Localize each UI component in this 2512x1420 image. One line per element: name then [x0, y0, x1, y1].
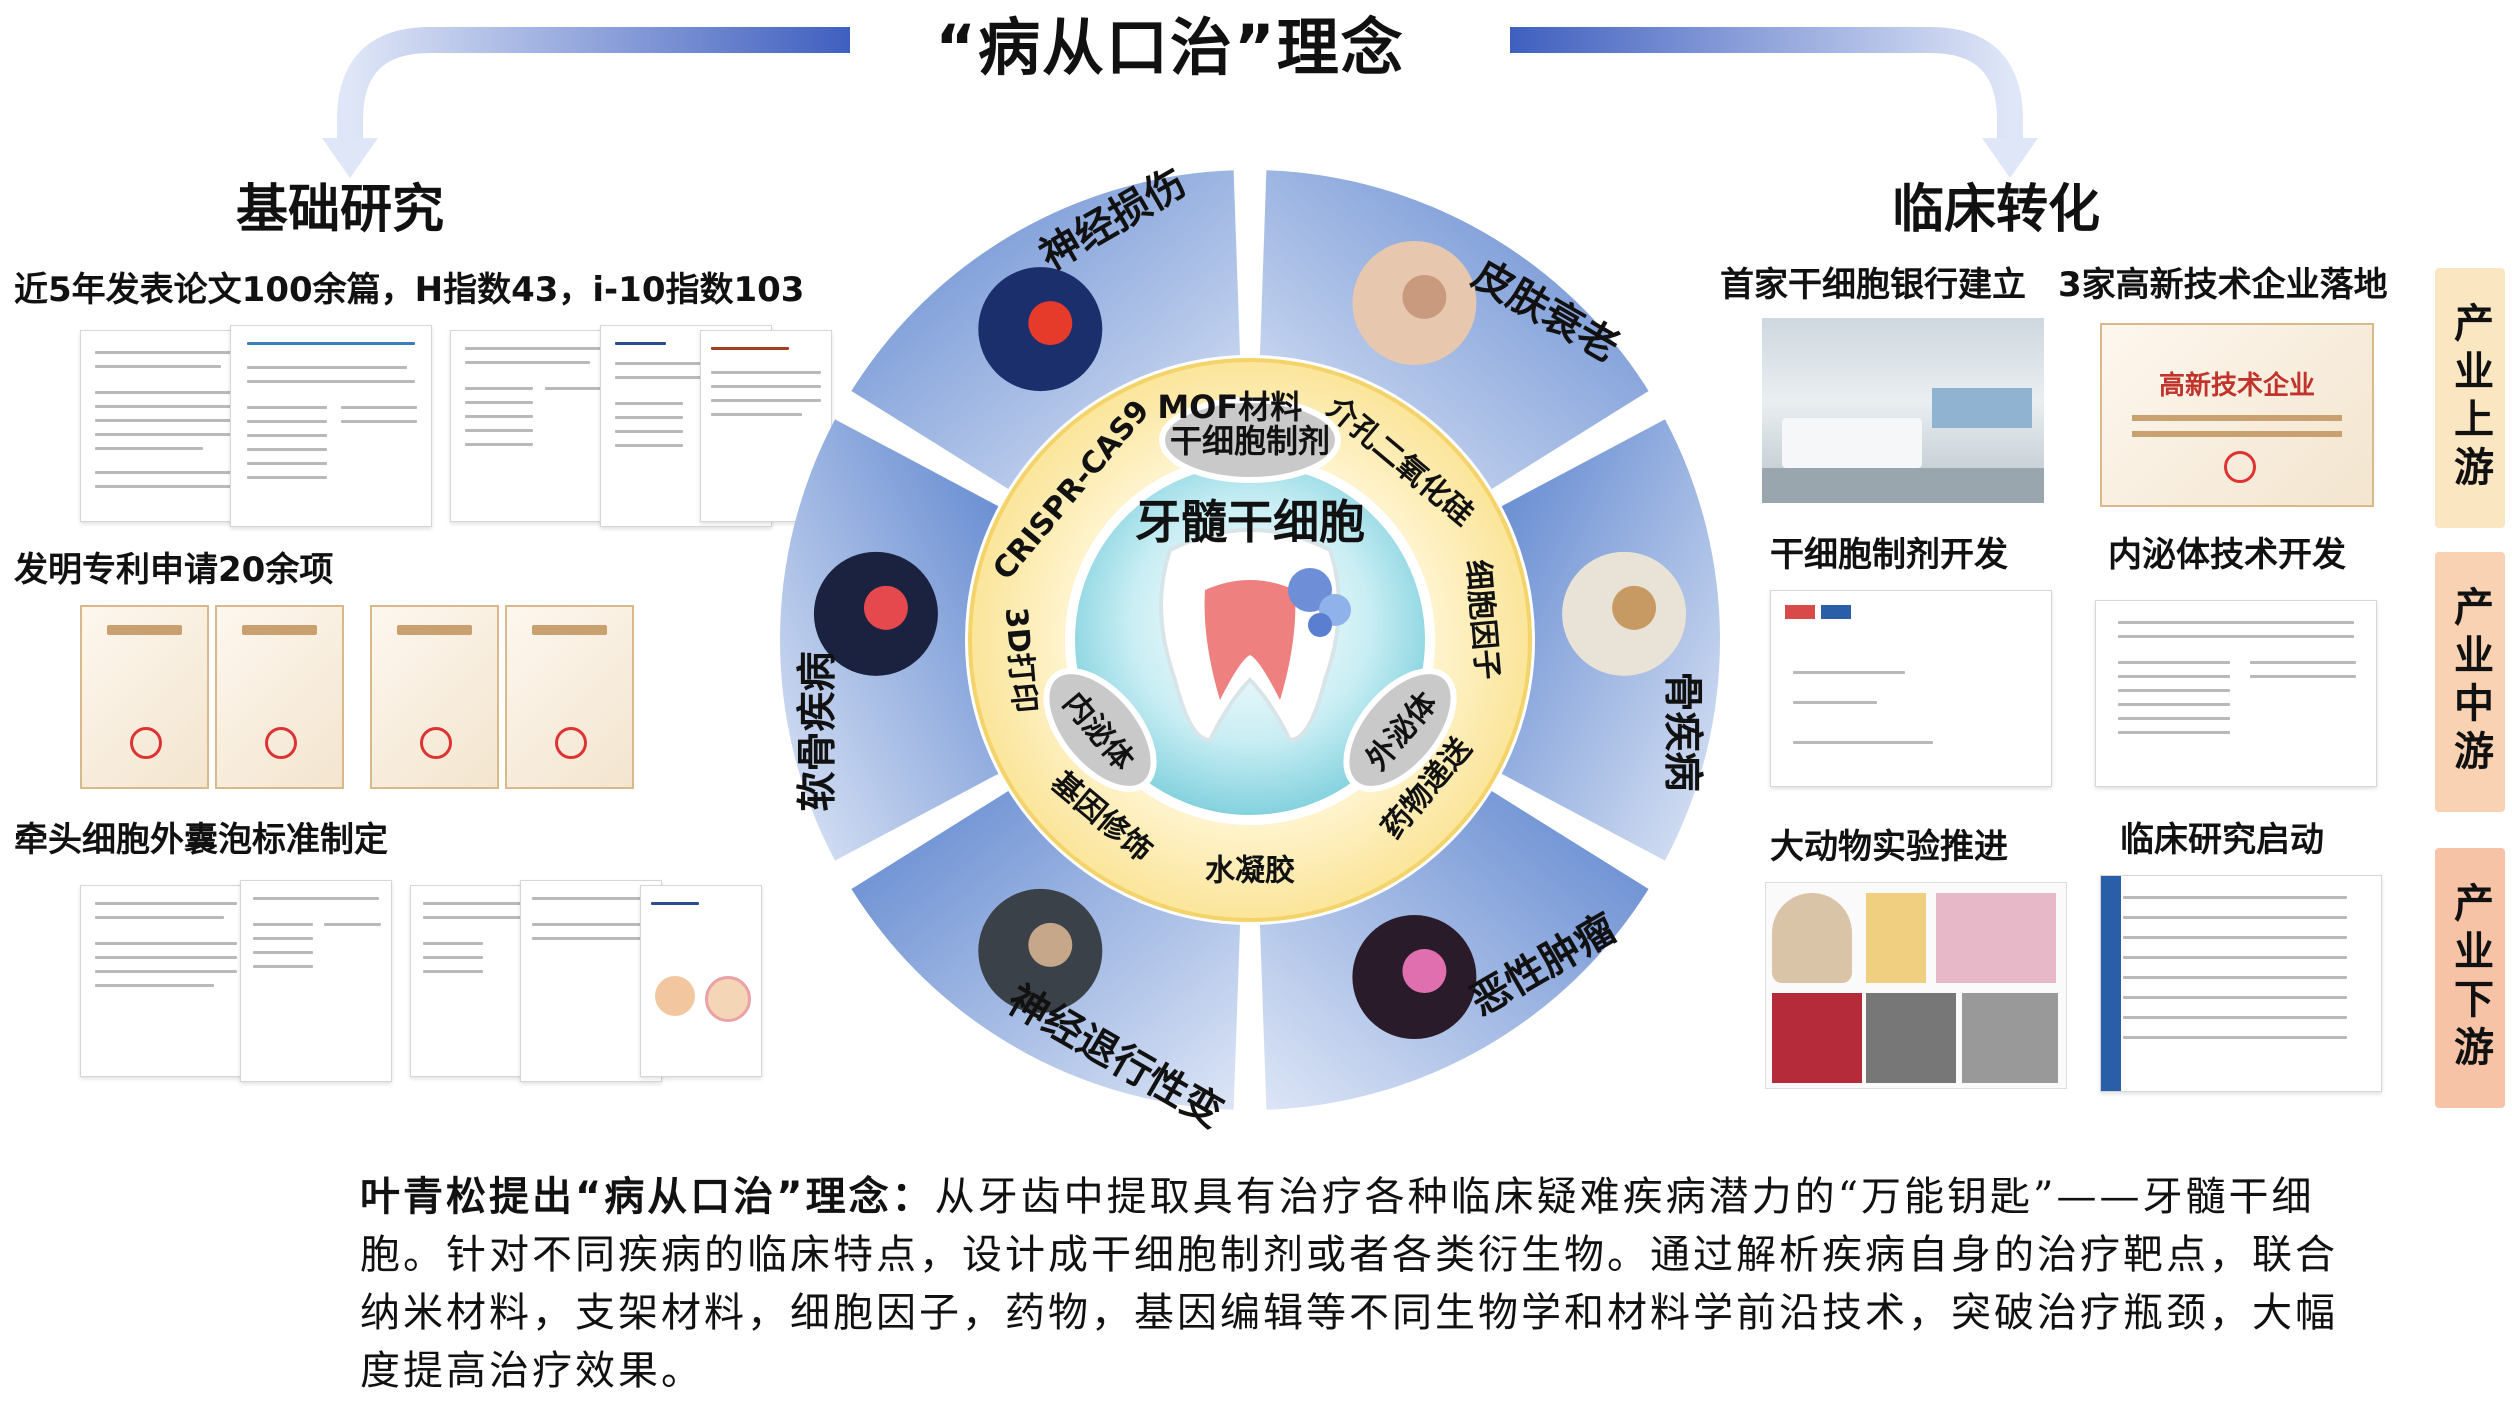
concept-paragraph: 叶青松提出“病从口治”理念：从牙齿中提取具有治疗各种临床疑难疾病潜力的“万能钥匙… — [360, 1168, 2340, 1400]
disease-label: 骨疾病 — [1659, 671, 1705, 791]
upstream-caption-1: 首家干细胞银行建立 — [1720, 265, 2026, 305]
patent-cert — [80, 605, 209, 789]
disease-picture-highlight — [1402, 274, 1447, 319]
patent-certificates — [80, 605, 640, 795]
disease-picture-highlight — [863, 585, 908, 630]
disease-picture-highlight — [1612, 585, 1657, 630]
standard-thumbnails — [80, 880, 780, 1082]
ring-term: 水凝胶 — [1205, 854, 1295, 889]
downstream-caption-1: 大动物实验推进 — [1770, 827, 2008, 867]
page-title: “病从口治”理念 — [935, 11, 1405, 84]
inner-pill-exosome: 外泌体 — [1343, 668, 1457, 792]
paper-thumb — [80, 885, 252, 1077]
patents-caption: 发明专利申请20余项 — [14, 550, 334, 590]
test-report-thumb — [1770, 590, 2052, 787]
midstream-caption-1: 干细胞制剂开发 — [1770, 535, 2008, 575]
left-arrow-arc — [337, 27, 850, 140]
core-label: 牙髓干细胞 — [1135, 495, 1365, 549]
paragraph-body: 从牙齿中提取具有治疗各种临床疑难疾病潜力的“万能钥匙”——牙髓干细胞。针对不同疾… — [360, 1174, 2338, 1394]
stage-midstream: 产业中游 — [2435, 552, 2505, 812]
paper-thumb — [520, 880, 662, 1082]
right-arrow-arc — [1510, 27, 2023, 140]
high-tech-enterprise-certificate: 高新技术企业 — [2100, 323, 2374, 507]
paper-thumb — [450, 330, 622, 522]
papers-caption: 近5年发表论文100余篇，H指数43，i-10指数103 — [14, 270, 805, 310]
left-arrow-head — [322, 138, 378, 178]
paper-thumb — [640, 885, 762, 1077]
stage-upstream: 产业上游 — [2435, 268, 2505, 528]
disease-picture-highlight — [1028, 301, 1073, 346]
midstream-caption-2: 内泌体技术开发 — [2108, 535, 2346, 575]
clinical-study-thumb — [2100, 875, 2382, 1092]
svg-text:干细胞制剂: 干细胞制剂 — [1170, 422, 1330, 460]
basic-research-heading: 基础研究 — [236, 180, 445, 240]
ring-term: MOF材料 — [1157, 388, 1302, 426]
inner-pill-stem-cell-prep: 干细胞制剂 — [1159, 397, 1341, 483]
animal-experiment-panel — [1765, 882, 2067, 1089]
clinical-translation-heading: 临床转化 — [1892, 180, 2101, 240]
patent-cert — [505, 605, 634, 789]
upstream-caption-2: 3家高新技术企业落地 — [2058, 265, 2388, 305]
title-arrows — [322, 27, 2038, 178]
inner-pill-endocrine: 内泌体 — [1043, 668, 1157, 792]
paper-thumb — [230, 325, 432, 527]
exosome-paper-thumb — [2095, 600, 2377, 787]
disease-picture-highlight — [1402, 949, 1447, 994]
standard-caption: 牵头细胞外囊泡标准制定 — [14, 820, 388, 860]
disease-label: 软骨疾病 — [795, 651, 841, 811]
patent-cert — [370, 605, 499, 789]
paragraph-lead: 叶青松提出“病从口治”理念： — [360, 1174, 935, 1220]
disease-picture-highlight — [1028, 922, 1073, 967]
stem-cell-bank-photo — [1762, 318, 2044, 503]
downstream-caption-2: 临床研究启动 — [2120, 820, 2324, 860]
patent-cert — [215, 605, 344, 789]
stage-downstream: 产业下游 — [2435, 848, 2505, 1108]
right-arrow-head — [1982, 138, 2038, 178]
concept-wheel: 牙髓干细胞 干细胞制剂 内泌体 外泌体 MOF材料介孔二氧化硅细胞因子药物递送水… — [780, 160, 1720, 1137]
tooth-icon — [1159, 528, 1351, 743]
paper-thumb — [240, 880, 392, 1082]
